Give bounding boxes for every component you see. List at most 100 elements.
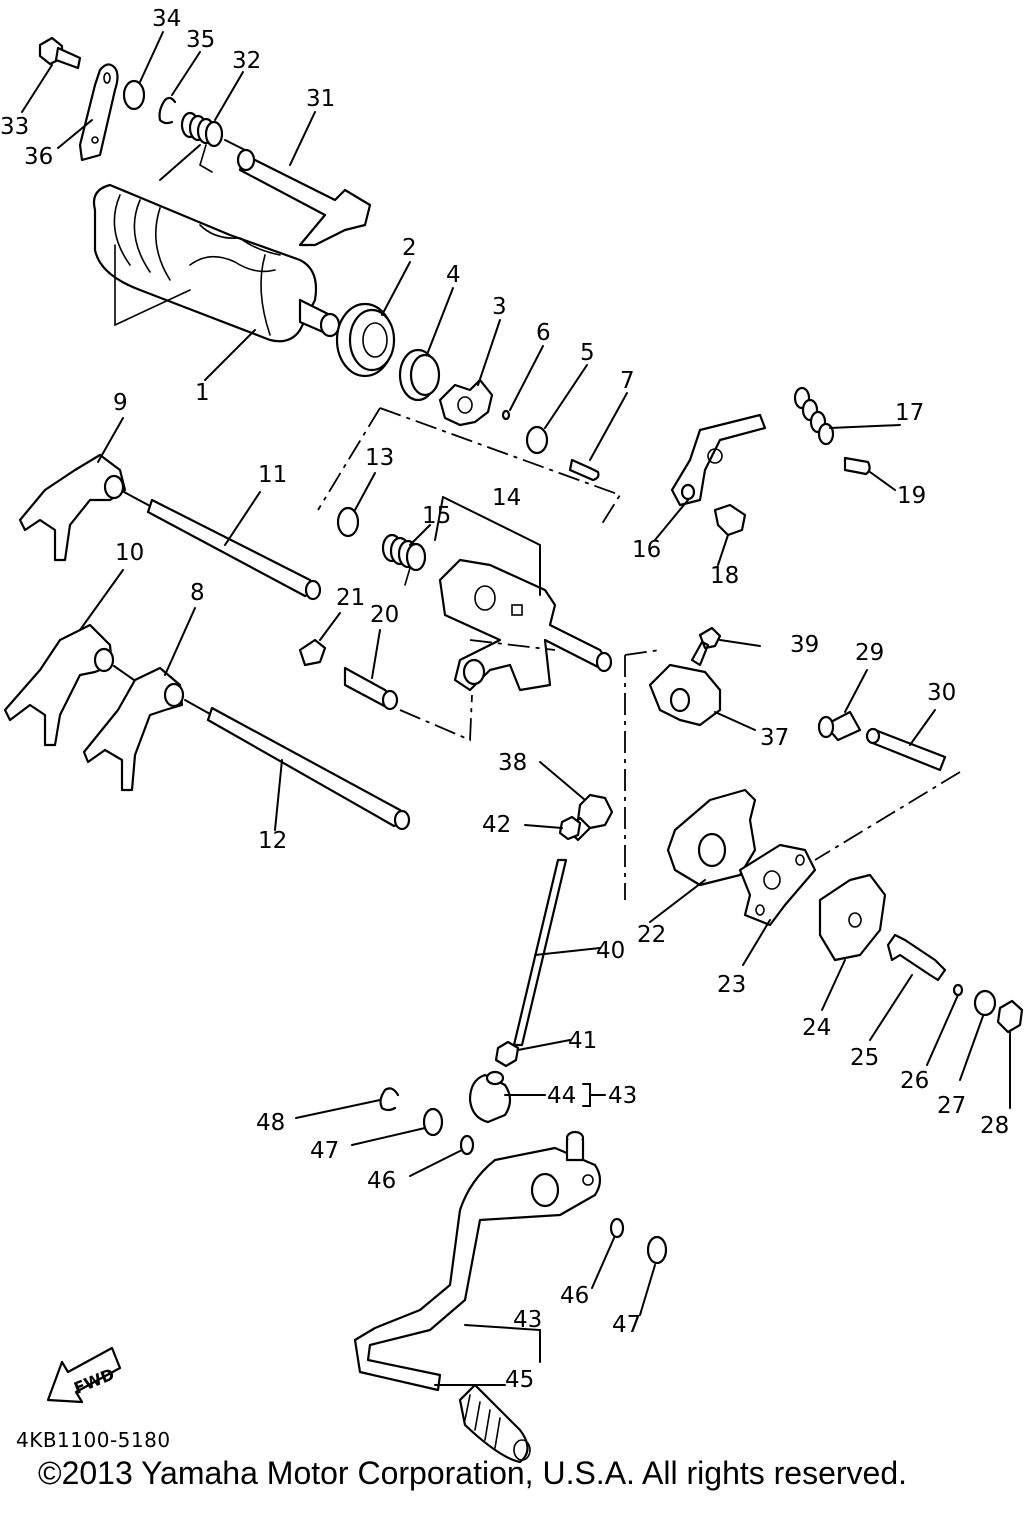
callout-41: 41	[568, 1028, 597, 1054]
callout-17: 17	[895, 400, 924, 426]
o-ring-46b	[609, 1217, 625, 1239]
callout-36: 36	[24, 144, 53, 170]
callout-34: 34	[152, 6, 181, 32]
callout-44: 44	[547, 1083, 576, 1109]
callout-43-bracket: 43	[608, 1083, 637, 1109]
washer-47b	[646, 1235, 668, 1265]
rod-40	[512, 858, 568, 1047]
callout-38: 38	[498, 750, 527, 776]
pedal-rubber-45	[458, 1383, 531, 1464]
washer-13	[336, 506, 360, 538]
callout-47-right: 47	[612, 1312, 641, 1338]
callout-7: 7	[620, 368, 635, 394]
callout-27: 27	[937, 1093, 966, 1119]
callout-47-left: 47	[310, 1138, 339, 1164]
callout-40: 40	[596, 938, 625, 964]
fork-shaft-11	[146, 498, 322, 601]
shift-fork-8	[82, 666, 185, 792]
joint-44	[468, 1070, 512, 1124]
callout-9: 9	[113, 390, 128, 416]
cam-24	[818, 873, 887, 962]
shift-fork-10	[3, 623, 115, 747]
callout-14: 14	[492, 485, 521, 511]
callout-24: 24	[802, 1015, 831, 1041]
callout-37: 37	[760, 725, 789, 751]
callout-39: 39	[790, 632, 819, 658]
collar-29	[817, 710, 862, 742]
callout-5: 5	[580, 340, 595, 366]
shift-pedal-43	[353, 1130, 602, 1392]
callout-6: 6	[536, 320, 551, 346]
fwd-arrow-icon: FWD	[46, 1346, 122, 1404]
shift-shaft-31	[236, 148, 372, 247]
collar-4	[398, 348, 441, 402]
stud-20	[343, 666, 399, 711]
stopper-21	[298, 638, 327, 667]
arm-37	[648, 663, 722, 727]
bolt-25	[886, 933, 947, 982]
callout-35: 35	[186, 27, 215, 53]
callout-42: 42	[482, 812, 511, 838]
shift-shaft-assy-14	[438, 558, 613, 692]
plate-23	[738, 843, 817, 927]
pin-30	[865, 727, 947, 772]
bolt-18	[713, 503, 747, 537]
callout-15: 15	[422, 503, 451, 529]
spring-32	[180, 111, 224, 173]
bearing-2	[335, 302, 396, 378]
lever-36	[78, 63, 119, 162]
callout-13: 13	[365, 445, 394, 471]
pin-19	[843, 456, 871, 476]
drawing-code: 4KB1100-5180	[16, 1428, 171, 1452]
leader-lines	[21, 31, 1011, 1386]
callout-21: 21	[336, 585, 365, 611]
callout-12: 12	[258, 828, 287, 854]
nut-42	[558, 815, 582, 841]
callout-labels: 34 35 32 31 33 36 2 4 3 6 5 7 1 9 17 13 …	[0, 6, 1009, 1393]
segment-3	[438, 378, 494, 427]
callout-2: 2	[402, 235, 417, 261]
copyright-notice: ©2013 Yamaha Motor Corporation, U.S.A. A…	[38, 1455, 908, 1491]
callout-43-pedal: 43	[513, 1307, 542, 1333]
callout-26: 26	[900, 1068, 929, 1094]
fork-shaft-12	[206, 706, 411, 831]
washer-47a	[422, 1107, 444, 1137]
stopper-lever-16	[670, 413, 767, 507]
callout-48: 48	[256, 1110, 285, 1136]
callout-31: 31	[306, 86, 335, 112]
callout-30: 30	[927, 680, 956, 706]
callout-29: 29	[855, 640, 884, 666]
callout-19: 19	[897, 483, 926, 509]
callout-18: 18	[710, 563, 739, 589]
nut-28	[996, 999, 1024, 1034]
segment-22	[666, 788, 757, 887]
callout-28: 28	[980, 1113, 1009, 1139]
callout-25: 25	[850, 1045, 879, 1071]
o-ring-46a	[459, 1134, 475, 1156]
callout-22: 22	[637, 922, 666, 948]
nut-41	[494, 1040, 520, 1068]
washer-26	[952, 983, 964, 997]
callout-20: 20	[370, 602, 399, 628]
bolt-33	[38, 36, 82, 70]
washer-27	[973, 989, 997, 1017]
callout-32: 32	[232, 48, 261, 74]
pin-6	[501, 409, 511, 421]
spring-15	[381, 533, 427, 586]
spring-17	[793, 386, 835, 446]
callout-1: 1	[195, 380, 210, 406]
bolt-39	[690, 626, 722, 667]
washer-34	[122, 79, 146, 111]
callout-4: 4	[446, 262, 461, 288]
callout-3: 3	[492, 294, 507, 320]
callout-45: 45	[505, 1367, 534, 1393]
clip-35	[158, 96, 177, 125]
callout-10: 10	[115, 540, 144, 566]
clip-48	[379, 1087, 400, 1112]
callout-46-right: 46	[560, 1283, 589, 1309]
washer-5	[525, 425, 549, 455]
callout-33: 33	[0, 114, 29, 140]
callout-23: 23	[717, 972, 746, 998]
shift-drum	[92, 183, 341, 343]
